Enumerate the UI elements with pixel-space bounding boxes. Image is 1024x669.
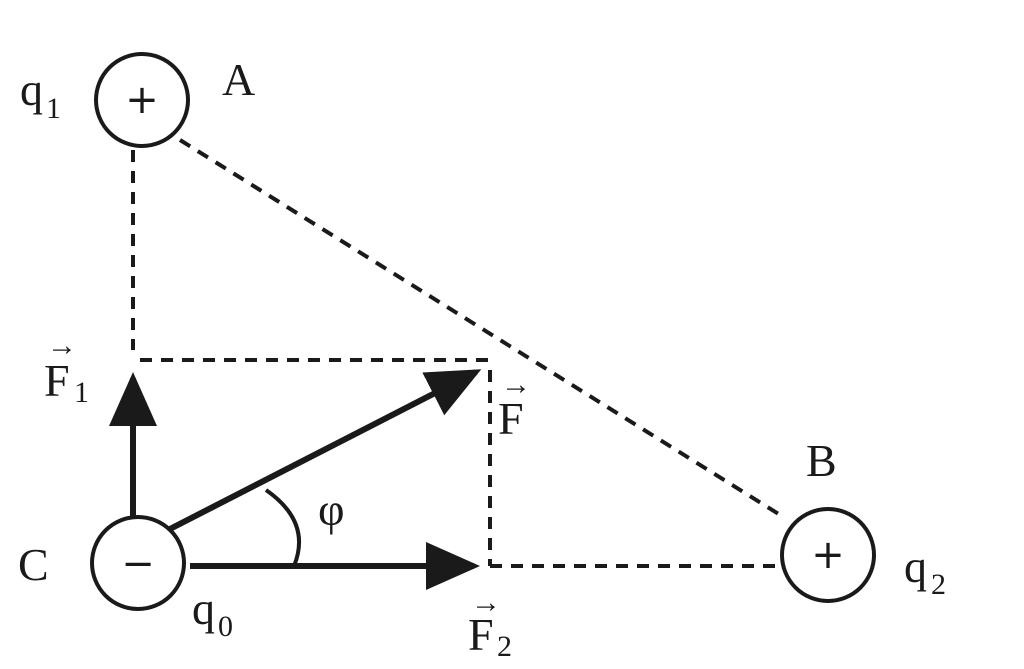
charge-q1-sign: + [125, 77, 159, 123]
charge-q1-circle [94, 52, 190, 148]
label-f-arrow: → [501, 368, 531, 401]
charge-q0-circle [90, 515, 186, 611]
label-q1-base: q [20, 64, 43, 115]
angle-arc [264, 488, 302, 567]
label-f1-arrow: → [47, 329, 77, 362]
point-label-b: B [806, 435, 837, 486]
charge-q0: − [90, 515, 186, 611]
label-q1-sub: 1 [46, 92, 61, 125]
label-q2-base: q [904, 541, 927, 592]
charge-q2-sign: + [811, 532, 845, 578]
charge-q2: + [780, 507, 876, 603]
charge-q0-sign: − [121, 541, 155, 587]
label-f2: → F 2 [468, 586, 512, 663]
label-f1-base: F [44, 355, 70, 406]
label-q1: q 1 [20, 64, 61, 125]
label-q2-sub: 2 [931, 568, 946, 601]
label-q0-sub: 0 [218, 610, 233, 643]
label-f1: → F 1 [44, 329, 89, 409]
label-q0-base: q [192, 583, 215, 634]
label-f1-sub: 1 [74, 376, 89, 409]
angle-label-phi: φ [318, 484, 345, 535]
point-label-c: C [18, 539, 49, 590]
label-f: → F [498, 368, 531, 444]
label-q0: q 0 [192, 583, 233, 643]
charge-q1: + [94, 52, 190, 148]
point-label-a: A [222, 54, 255, 105]
label-f2-arrow: → [471, 586, 501, 619]
label-q2: q 2 [904, 541, 946, 601]
force-vector-f [166, 369, 482, 533]
dashed-line-a-to-b [178, 138, 787, 520]
label-f2-sub: 2 [497, 630, 512, 663]
label-f-base: F [498, 393, 524, 444]
label-f2-base: F [468, 609, 494, 660]
charge-q2-circle [780, 507, 876, 603]
